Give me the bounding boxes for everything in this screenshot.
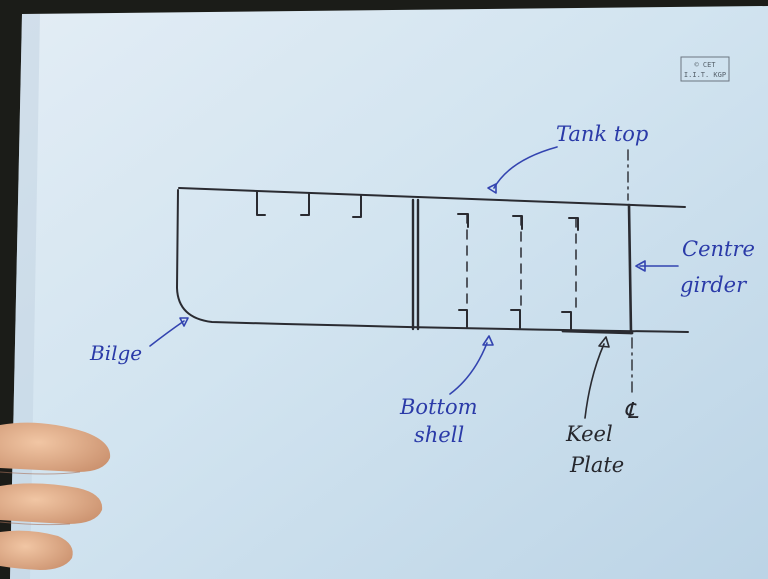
arrowhead: [179, 317, 189, 327]
centre-girder-label-line2: girder: [680, 273, 748, 297]
double-bottom-structure: ℄: [176, 149, 689, 424]
floor-bracket-top: [457, 213, 469, 228]
arrowhead: [598, 336, 610, 348]
institute-stamp: © CET I.I.T. KGP: [680, 56, 730, 82]
presenter-hand: [0, 422, 111, 570]
floor-bracket-top: [512, 215, 523, 230]
svg-text:© CET: © CET: [694, 61, 716, 69]
arrowhead: [635, 260, 646, 272]
centreline-symbol: ℄: [624, 399, 639, 424]
floor-bracket-bottom: [510, 309, 521, 329]
tank-top-stiffener: [300, 192, 310, 216]
bottom-shell-label-line1: Bottom: [399, 395, 478, 419]
keel-plate-line: [561, 329, 634, 335]
keel-plate-arrow: [584, 343, 605, 419]
keel-plate-label-line1: Keel: [565, 422, 613, 446]
floor-bracket: [411, 198, 420, 331]
bottom-shell-arrow: [449, 342, 488, 395]
arrowhead: [487, 183, 497, 194]
paper-sheet: [10, 6, 768, 579]
finger: [0, 483, 103, 524]
bilge-arrow: [149, 320, 185, 347]
annotations: Tank top Centre girder Bilge Bottom shel…: [89, 122, 755, 477]
finger: [0, 530, 73, 570]
finger: [0, 422, 111, 472]
tank-top-stiffener: [352, 194, 362, 218]
centre-girder-line: [627, 203, 633, 335]
bilge-label: Bilge: [89, 341, 142, 365]
arrowhead: [482, 335, 494, 346]
tank-top-stiffener: [256, 191, 266, 216]
floor-bracket-top: [568, 217, 579, 231]
tank-top-arrow: [493, 146, 558, 189]
centre-girder-label-line1: Centre: [682, 237, 755, 261]
svg-text:I.I.T. KGP: I.I.T. KGP: [684, 71, 726, 79]
bottom-shell-label-line2: shell: [414, 423, 464, 447]
keel-plate-label-line2: Plate: [569, 453, 624, 477]
tank-top-label: Tank top: [556, 122, 648, 146]
floor-bracket-bottom: [561, 311, 572, 330]
floor-bracket-bottom: [458, 309, 468, 328]
tank-top-line: [178, 187, 686, 208]
